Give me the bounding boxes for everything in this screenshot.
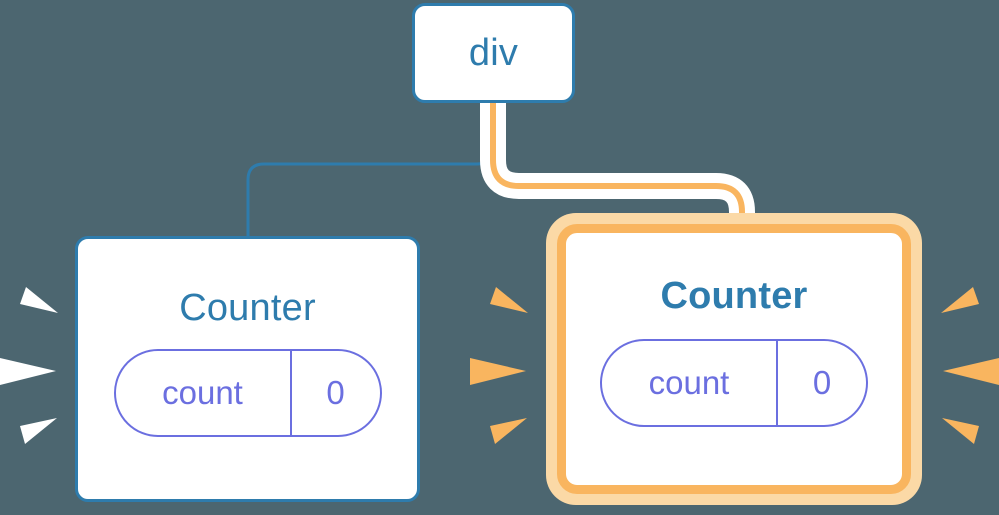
state-value: 0: [776, 341, 866, 425]
node-div[interactable]: div: [412, 3, 575, 103]
node-counter-right[interactable]: Counter count 0: [557, 224, 911, 494]
node-counter-right-label: Counter: [660, 275, 808, 317]
state-pill-counter-left: count 0: [113, 349, 382, 437]
state-key: count: [162, 374, 243, 411]
node-counter-left[interactable]: Counter count 0: [75, 236, 420, 502]
edge-div-to-counter-left: [246, 103, 495, 238]
edge-div-to-counter-right: [490, 103, 745, 232]
node-div-label: div: [468, 32, 519, 74]
state-value: 0: [289, 351, 380, 435]
node-counter-left-label: Counter: [179, 287, 316, 329]
state-pill-counter-right: count 0: [600, 339, 868, 427]
state-key: count: [648, 364, 730, 401]
